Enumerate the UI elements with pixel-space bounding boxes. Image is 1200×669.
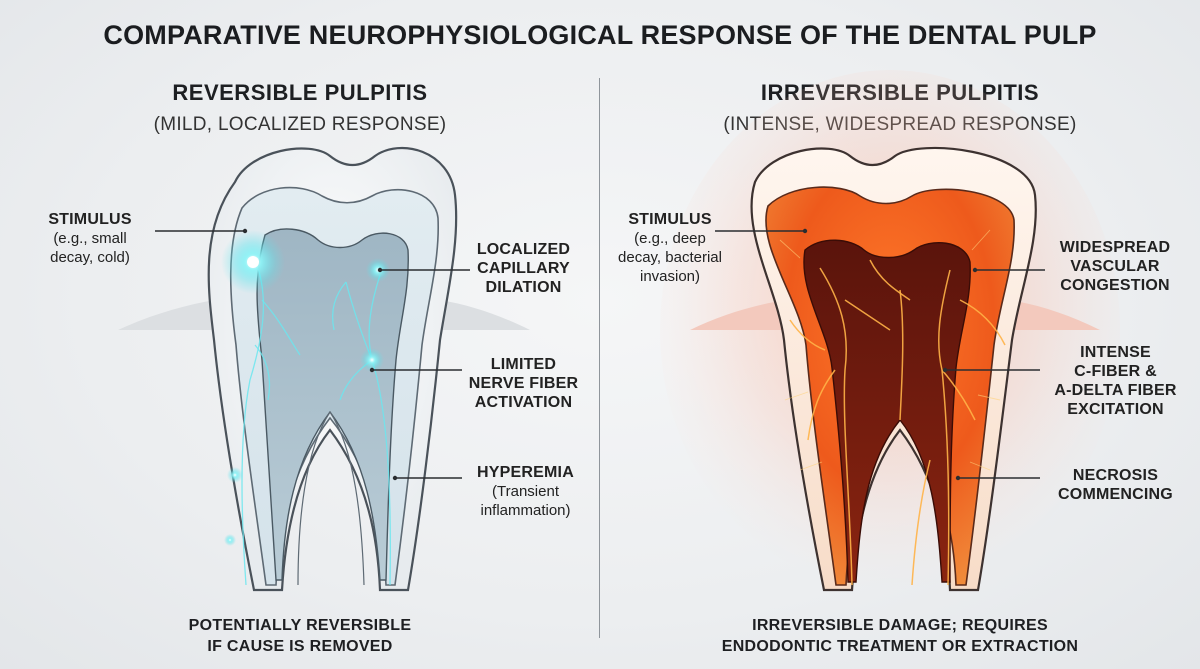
left-leader-lines (155, 230, 470, 479)
left-hyperemia-label: HYPEREMIA (Transient inflammation) (458, 463, 593, 520)
right-necrosis-line: NECROSIS (1072, 467, 1159, 484)
left-nerve-label: LIMITED NERVE FIBER ACTIVATION (456, 355, 591, 412)
left-footer-line: IF CAUSE IS REMOVED (207, 638, 393, 655)
left-panel-header: REVERSIBLE PULPITIS (MILD, LOCALIZED RES… (0, 80, 600, 136)
left-capillary-line: CAPILLARY (477, 260, 570, 277)
left-gum (118, 300, 530, 330)
left-heading: REVERSIBLE PULPITIS (172, 80, 428, 105)
left-capillary-line: LOCALIZED (476, 241, 571, 258)
left-subheading: (MILD, LOCALIZED RESPONSE) (153, 114, 447, 135)
right-stimulus-line: decay, bacterial (618, 249, 722, 266)
right-necrosis-label: NECROSIS COMMENCING (1038, 466, 1193, 504)
right-fiber-line: INTENSE (1080, 344, 1151, 361)
left-nerve-line: ACTIVATION (474, 394, 573, 411)
right-vascular-label: WIDESPREAD VASCULAR CONGESTION (1040, 238, 1190, 295)
left-stimulus-line: (e.g., small (53, 230, 127, 247)
left-nerve-line: NERVE FIBER (468, 375, 579, 392)
right-tooth (660, 70, 1120, 592)
left-hyperemia-line: (Transient (492, 483, 559, 500)
right-fiber-line: EXCITATION (1067, 401, 1164, 418)
left-footer-line: POTENTIALLY REVERSIBLE (188, 617, 412, 634)
right-vascular-line: VASCULAR (1070, 258, 1160, 275)
left-nerve-line: LIMITED (490, 356, 557, 373)
right-necrosis-line: COMMENCING (1058, 486, 1173, 503)
right-stimulus-line: (e.g., deep (634, 230, 706, 247)
right-pulp (803, 239, 971, 583)
right-vascular-line: CONGESTION (1060, 277, 1170, 294)
left-hyperemia-title: HYPEREMIA (477, 464, 574, 481)
left-stimulus-line: decay, cold) (50, 249, 130, 266)
panel-divider (599, 78, 600, 638)
left-stimulus-label: STIMULUS (e.g., small decay, cold) (20, 210, 160, 267)
left-pulp (256, 228, 409, 581)
left-tooth (118, 147, 530, 592)
right-footer: IRREVERSIBLE DAMAGE; REQUIRES ENDODONTIC… (600, 615, 1200, 657)
left-capillary-label: LOCALIZED CAPILLARY DILATION (466, 240, 581, 297)
left-nerve-glow (360, 348, 384, 372)
left-footer: POTENTIALLY REVERSIBLE IF CAUSE IS REMOV… (0, 615, 600, 657)
right-vessels (789, 259, 1006, 586)
diagram-title: COMPARATIVE NEUROPHYSIOLOGICAL RESPONSE … (103, 20, 1097, 50)
right-stimulus-label: STIMULUS (e.g., deep decay, bacterial in… (600, 210, 740, 286)
right-stimulus-title: STIMULUS (628, 211, 712, 228)
left-stimulus-title: STIMULUS (48, 211, 132, 228)
right-vascular-line: WIDESPREAD (1059, 239, 1171, 256)
right-fiber-label: INTENSE C-FIBER & A-DELTA FIBER EXCITATI… (1038, 343, 1193, 419)
right-stimulus-line: invasion) (639, 268, 701, 285)
right-leader-lines (715, 230, 1045, 479)
right-fiber-line: A-DELTA FIBER (1054, 382, 1177, 399)
left-capillary-line: DILATION (485, 279, 562, 296)
right-footer-line: ENDODONTIC TREATMENT OR EXTRACTION (721, 638, 1079, 655)
right-fiber-line: C-FIBER & (1074, 363, 1157, 380)
left-hyperemia-line: inflammation) (480, 502, 571, 519)
right-footer-line: IRREVERSIBLE DAMAGE; REQUIRES (752, 617, 1048, 634)
